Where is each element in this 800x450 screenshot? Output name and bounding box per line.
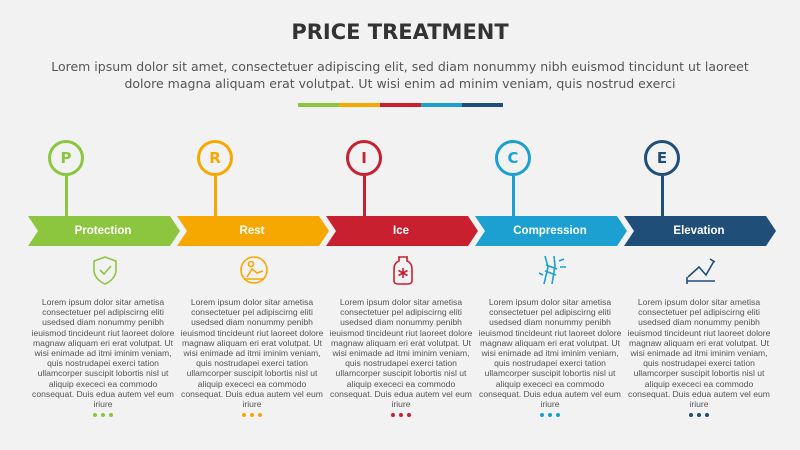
stage-dots	[28, 413, 178, 417]
stage-description: Lorem ipsum dolor sitar ametisa consecte…	[31, 297, 175, 410]
stage-arrow	[28, 216, 180, 246]
stage-connector	[512, 176, 515, 218]
page-subtitle: Lorem ipsum dolor sit amet, consectetuer…	[51, 59, 749, 91]
stage-compression: C Compression Lorem ipsum dolor sitar am…	[475, 0, 627, 450]
stage-protection: P Protection Lorem ipsum dolor sitar ame…	[28, 0, 180, 450]
stage-arrow	[475, 216, 627, 246]
stage-arrow	[177, 216, 329, 246]
stage-description: Lorem ipsum dolor sitar ametisa consecte…	[180, 297, 324, 410]
stage-arrow	[326, 216, 478, 246]
stage-rest: R Rest Lorem ipsum dolor sitar ametisa c…	[177, 0, 329, 450]
stage-label: Ice	[393, 225, 409, 237]
stage-letter-circle: R	[197, 140, 233, 176]
ice-pack-icon	[393, 256, 413, 285]
stage-dots	[475, 413, 625, 417]
stage-arrow	[624, 216, 776, 246]
stage-connector	[363, 176, 366, 218]
stage-connector	[661, 176, 664, 218]
stage-label: Protection	[74, 225, 132, 237]
stage-letter-circle: E	[644, 140, 680, 176]
rest-person-icon	[240, 256, 268, 284]
color-divider	[298, 103, 503, 107]
stage-ice: I Ice Lorem ipsum dolor sitar ametisa co…	[326, 0, 478, 450]
compression-knee-icon	[538, 255, 566, 285]
stage-description: Lorem ipsum dolor sitar ametisa consecte…	[627, 297, 771, 410]
stage-elevation: E Elevation Lorem ipsum dolor sitar amet…	[624, 0, 776, 450]
stage-dots	[624, 413, 774, 417]
stage-letter-circle: I	[346, 140, 382, 176]
shield-check-icon	[93, 256, 117, 285]
elevated-leg-icon	[686, 258, 716, 284]
stage-label: Rest	[239, 225, 265, 237]
stage-description: Lorem ipsum dolor sitar ametisa consecte…	[478, 297, 622, 410]
stage-dots	[326, 413, 476, 417]
stage-description: Lorem ipsum dolor sitar ametisa consecte…	[329, 297, 473, 410]
stage-letter-circle: C	[495, 140, 531, 176]
stage-dots	[177, 413, 327, 417]
stage-connector	[214, 176, 217, 218]
stage-label: Elevation	[673, 225, 725, 237]
stage-connector	[65, 176, 68, 218]
stage-label: Compression	[513, 225, 587, 237]
stage-letter-circle: P	[48, 140, 84, 176]
page-title: PRICE TREATMENT	[291, 20, 509, 44]
